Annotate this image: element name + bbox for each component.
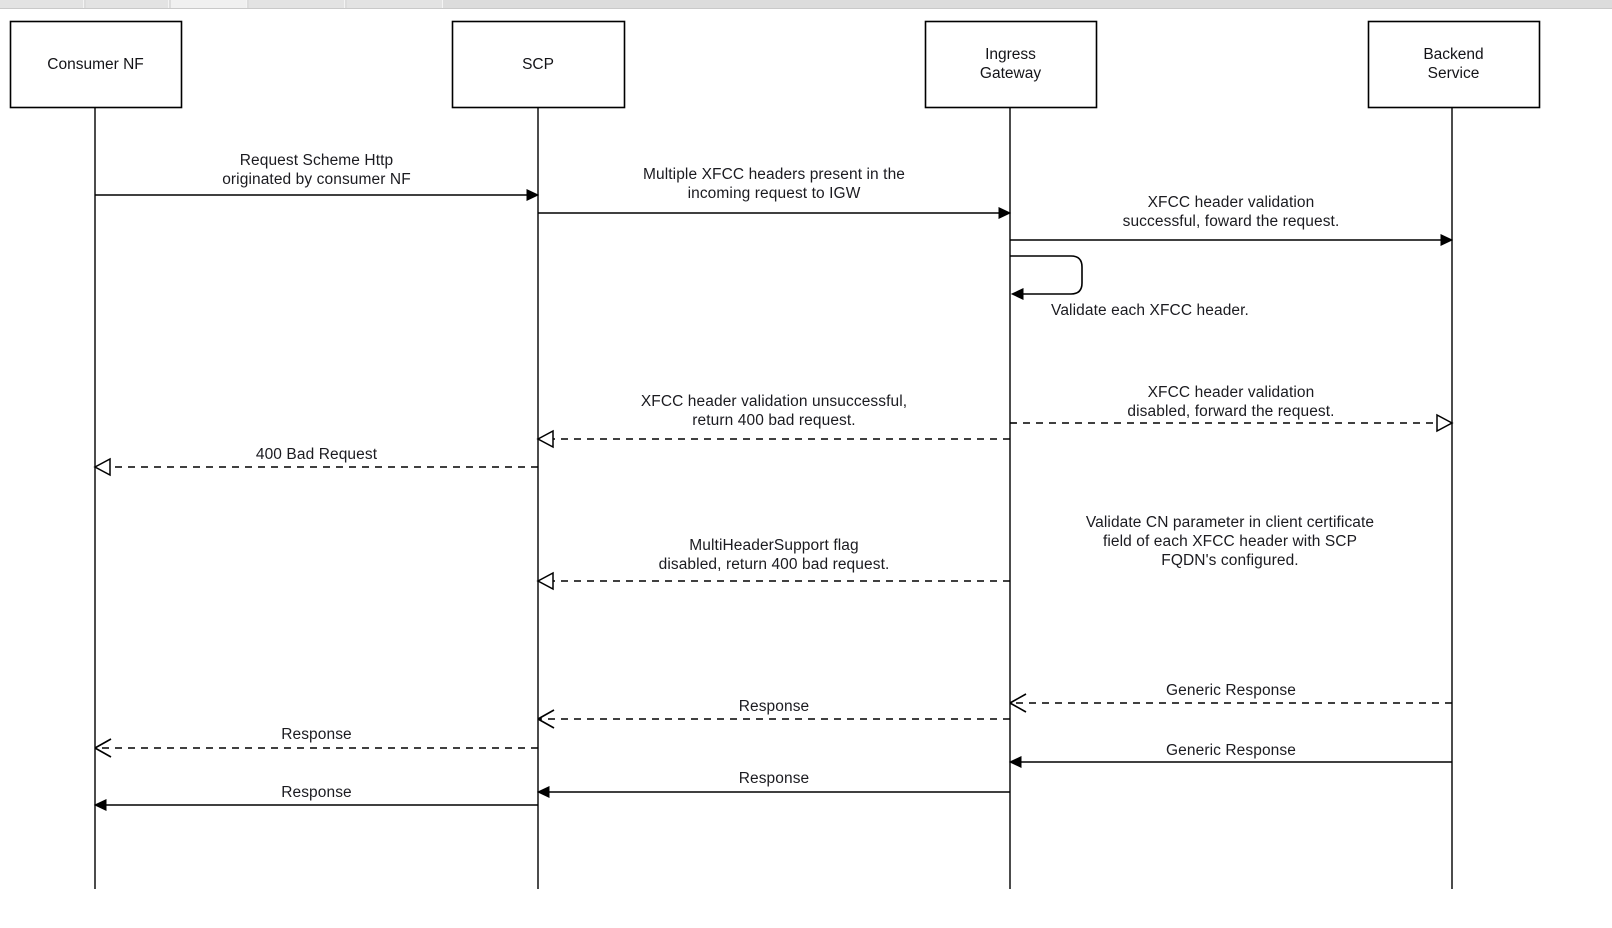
message-label-m11: Response xyxy=(738,698,810,715)
message-m13[interactable] xyxy=(1008,756,1452,768)
message-m14[interactable] xyxy=(536,786,1010,798)
message-label-m4: Validate each XFCC header. xyxy=(1051,302,1249,319)
participant-box-consumer-nf[interactable] xyxy=(9,20,183,109)
message-m15[interactable] xyxy=(93,799,538,811)
message-line-m4 xyxy=(1010,255,1083,295)
toolbar-segment[interactable] xyxy=(0,0,84,9)
participant-label-consumer-nf: Consumer NF xyxy=(47,55,144,73)
toolbar-segment[interactable] xyxy=(249,0,345,9)
message-m3[interactable] xyxy=(1010,234,1454,246)
message-label-m10: Generic Response xyxy=(1166,682,1296,699)
message-m10[interactable] xyxy=(1009,693,1452,713)
message-m1[interactable] xyxy=(95,189,540,201)
participant-label-backend-service: Backend Service xyxy=(1423,46,1484,82)
message-m10-arrowhead xyxy=(1009,693,1027,713)
message-label-m14: Response xyxy=(738,770,810,787)
message-m11-arrowhead-upper xyxy=(537,709,555,720)
toolbar-segment[interactable] xyxy=(445,0,1612,9)
participant-backend-service xyxy=(1367,20,1541,889)
message-m5-arrowhead xyxy=(1436,413,1454,433)
message-m11-arrowhead-lower xyxy=(537,718,555,729)
message-m10-arrowhead-lower xyxy=(1009,702,1027,713)
message-m1-arrowhead xyxy=(526,189,540,201)
toolbar-segment[interactable] xyxy=(86,0,169,9)
message-m9-arrowhead xyxy=(536,571,554,591)
message-m12-arrowhead xyxy=(94,738,112,758)
participant-consumer-nf xyxy=(9,20,183,889)
message-m2-arrowhead xyxy=(998,207,1012,219)
message-m13-arrowhead xyxy=(1008,756,1022,768)
message-m5[interactable] xyxy=(1010,413,1454,433)
toolbar-segment[interactable] xyxy=(171,0,247,9)
message-m12[interactable] xyxy=(94,738,538,758)
message-m10-arrowhead-upper xyxy=(1009,693,1027,704)
participant-label-ingress-gateway: Ingress Gateway xyxy=(979,46,1042,82)
message-m6[interactable] xyxy=(536,429,1010,449)
message-label-m6: XFCC header validation unsuccessful, ret… xyxy=(640,393,908,429)
sequence-diagram-svg xyxy=(9,20,1541,889)
message-label-m5: XFCC header validation disabled, forward… xyxy=(1127,384,1335,420)
message-label-m15: Response xyxy=(281,784,352,801)
participant-ingress-gateway xyxy=(924,20,1098,889)
message-label-m9: MultiHeaderSupport flag disabled, return… xyxy=(658,537,890,573)
message-m12-arrowhead-upper xyxy=(94,738,112,749)
participant-box-backend-service[interactable] xyxy=(1367,20,1541,109)
app-toolbar-strip xyxy=(0,0,1612,9)
message-label-m12: Response xyxy=(281,726,352,743)
message-label-m7: 400 Bad Request xyxy=(255,446,378,463)
toolbar-bottom-border xyxy=(0,8,1612,9)
message-m11[interactable] xyxy=(537,709,1010,729)
sequence-diagram-canvas: Consumer NF SCP Ingress Gateway Backend Ser… xyxy=(0,9,1612,928)
message-m14-arrowhead xyxy=(536,786,550,798)
message-m12-arrowhead-lower xyxy=(94,747,112,758)
message-m11-arrowhead xyxy=(537,709,555,729)
message-label-m13: Generic Response xyxy=(1166,742,1296,759)
toolbar-segment[interactable] xyxy=(347,0,443,9)
message-m2[interactable] xyxy=(538,207,1012,219)
message-label-m2: Multiple XFCC headers present in the inc… xyxy=(642,166,906,202)
message-m15-arrowhead xyxy=(93,799,107,811)
message-label-m3: XFCC header validation successful, fowar… xyxy=(1122,194,1340,230)
message-m7[interactable] xyxy=(93,457,538,477)
message-m9[interactable] xyxy=(536,571,1010,591)
message-m4[interactable] xyxy=(1010,255,1083,300)
message-m4-arrowhead xyxy=(1010,288,1024,300)
participant-box-ingress-gateway[interactable] xyxy=(924,20,1098,109)
participant-label-scp: SCP xyxy=(522,55,554,73)
message-m6-arrowhead xyxy=(536,429,554,449)
message-m7-arrowhead xyxy=(93,457,111,477)
message-m3-arrowhead xyxy=(1440,234,1454,246)
participant-scp xyxy=(451,20,626,889)
message-label-m8: Validate CN parameter in client certific… xyxy=(1085,514,1375,569)
message-label-m1: Request Scheme Http originated by consum… xyxy=(222,152,411,188)
